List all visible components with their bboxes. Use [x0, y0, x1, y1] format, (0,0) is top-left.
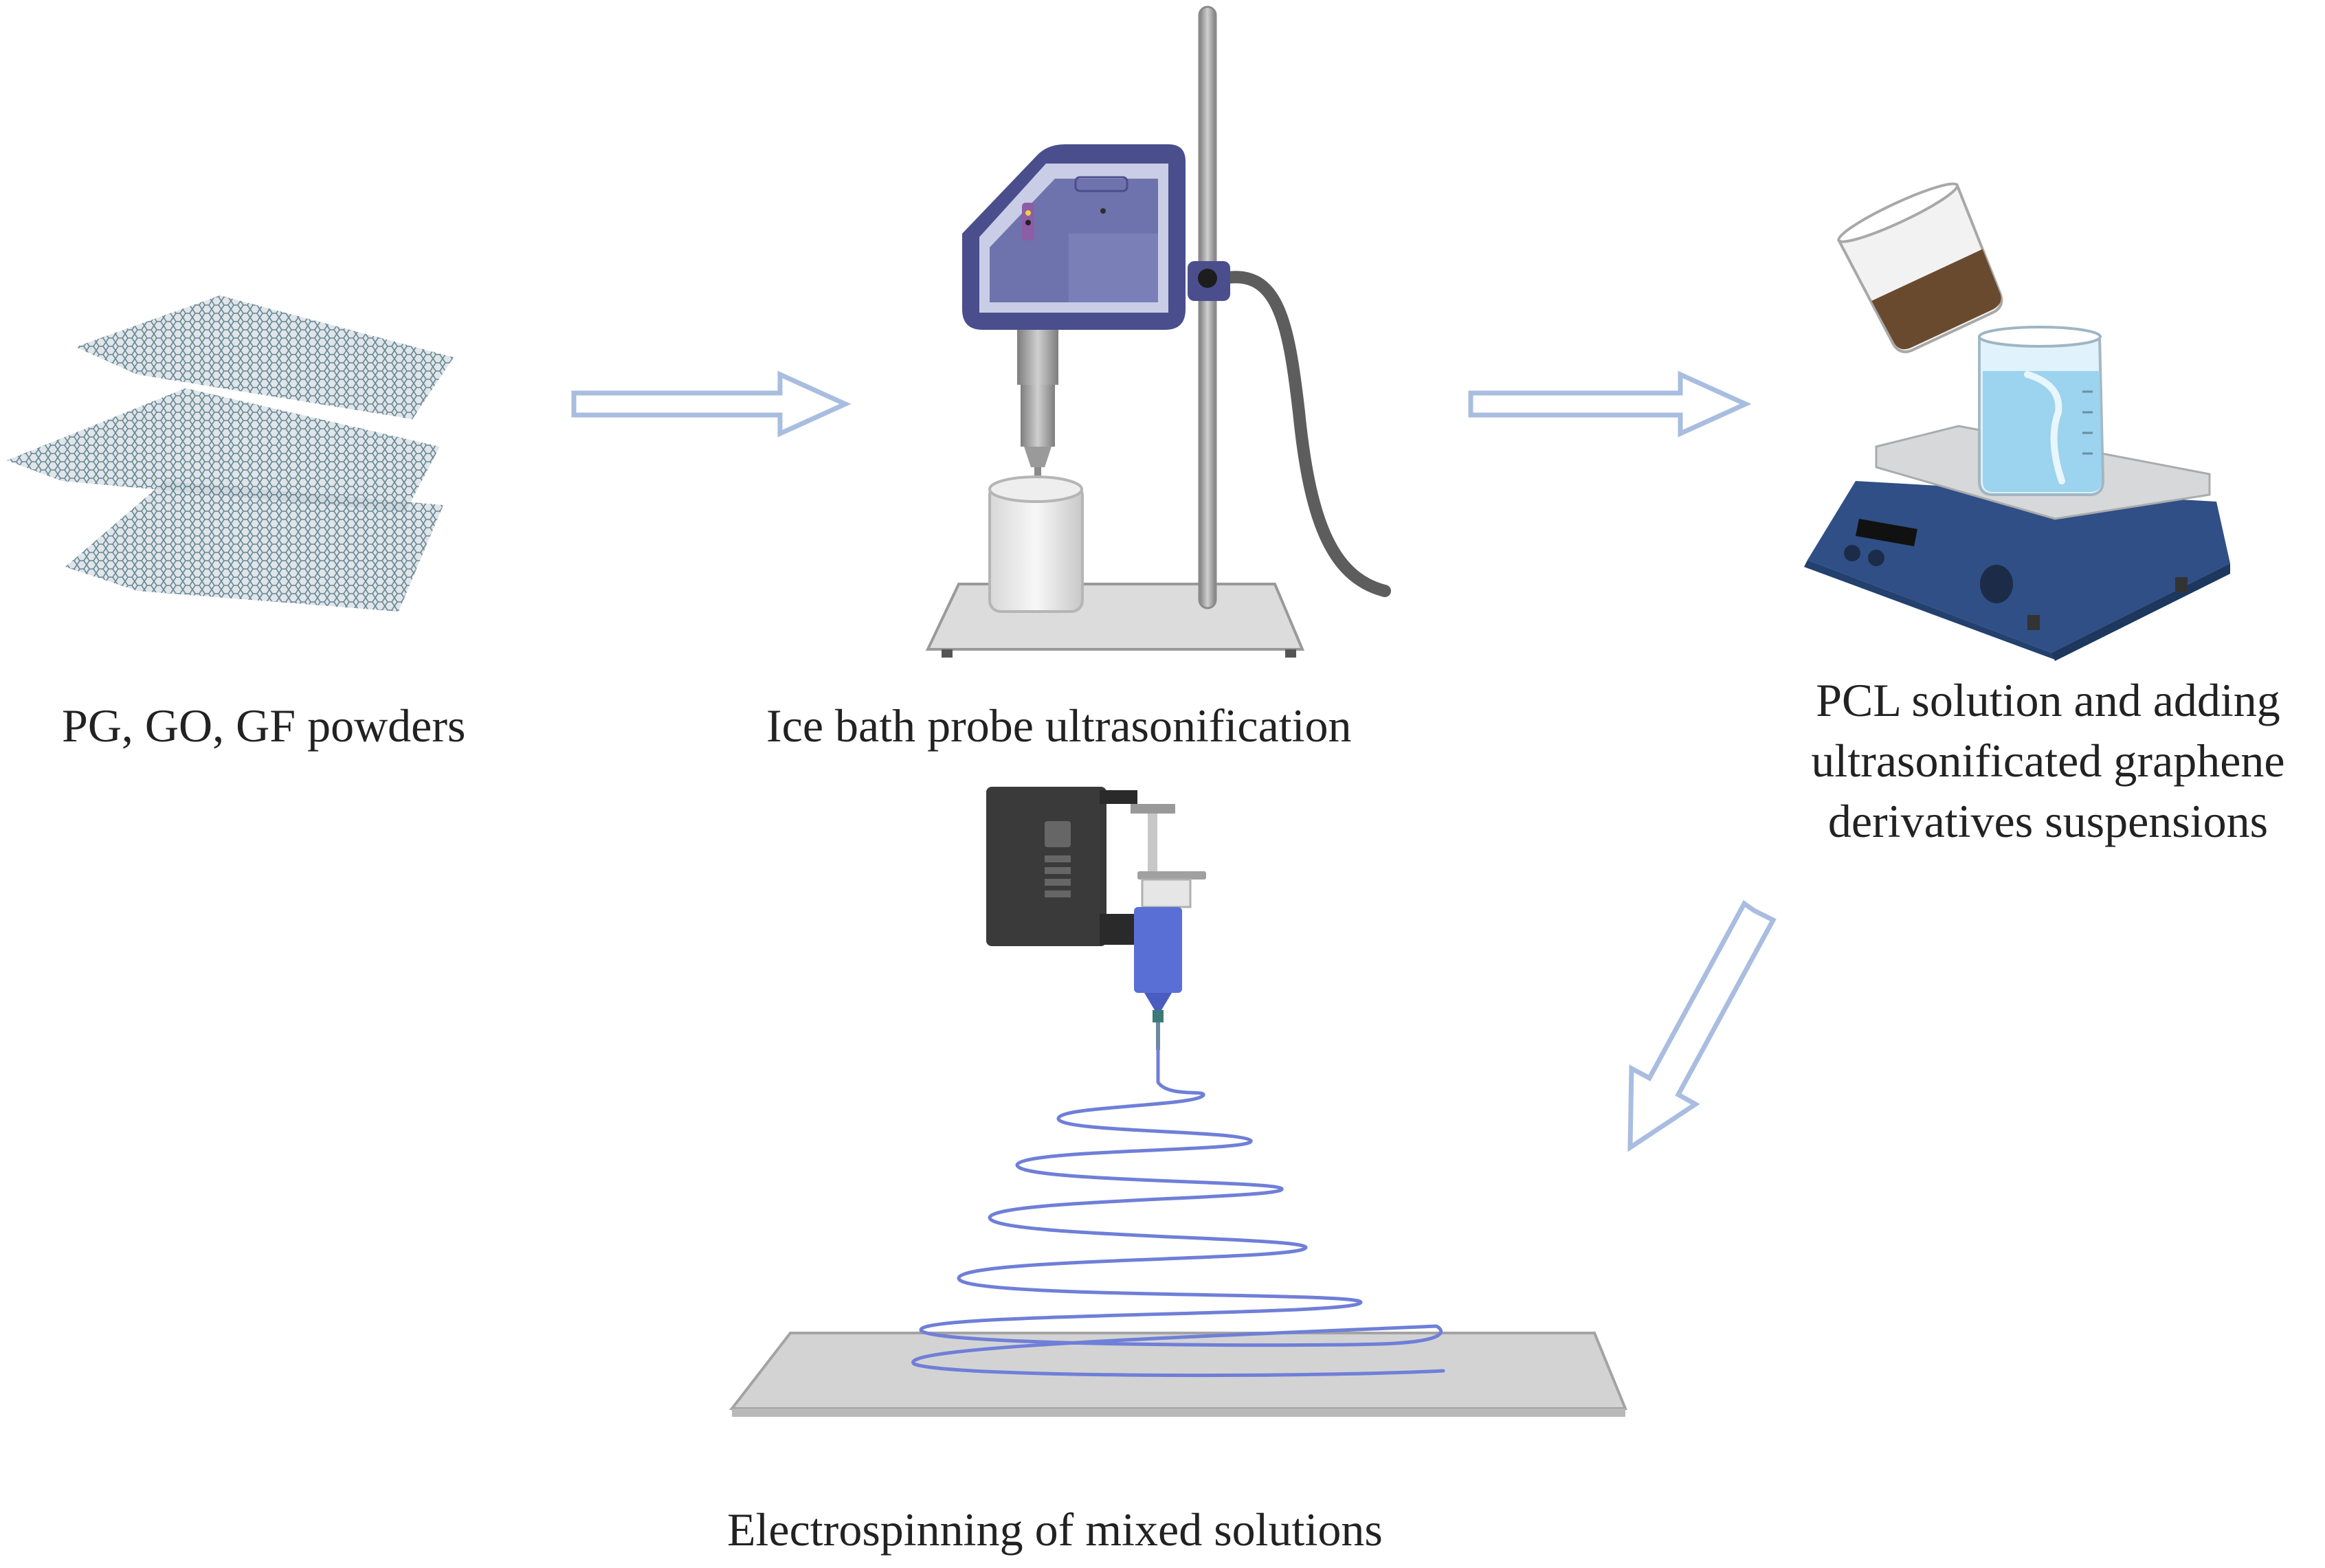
syringe-pump: [986, 787, 1106, 946]
hotplate-knob-left: [1844, 545, 1860, 561]
power-cable: [1217, 271, 1391, 597]
beaker-blue: [1978, 326, 2105, 496]
stand-pole: [1198, 5, 1217, 609]
syringe: [1131, 804, 1206, 1050]
hotplate-display: [1856, 519, 1917, 546]
graphene-sheets-icon: [7, 295, 454, 612]
stand-base: [925, 583, 1305, 651]
hotplate-knob-right: [1980, 565, 2013, 603]
hotplate-stirrer-icon: [1804, 182, 2230, 661]
label-electrospinning: Electrospinning of mixed solutions: [727, 1503, 1383, 1556]
arrow-right-1: [571, 370, 852, 438]
syringe-liquid: [1134, 907, 1182, 993]
probe-sonicator-icon: [925, 5, 1391, 658]
label-mixing-line-3: derivatives suspensions: [1827, 795, 2269, 847]
hotplate-body: [1807, 481, 2230, 653]
label-mixing-line-1: PCL solution and adding: [1816, 674, 2280, 726]
electrospinning-icon: [728, 787, 1627, 1417]
arrow-down-left: [1627, 899, 1777, 1152]
graphene-sheet-bottom: [65, 481, 443, 612]
graphene-sheet-middle: [7, 388, 440, 512]
arrow-right-2: [1468, 370, 1752, 438]
sonicator-horn: [1017, 330, 1058, 385]
graphene-sheet-top: [76, 295, 454, 419]
label-mixing: PCL solution and adding ultrasonificated…: [1777, 670, 2320, 851]
vortex: [2024, 371, 2065, 484]
electrospun-fiber: [911, 1048, 1445, 1378]
label-powders: PG, GO, GF powders: [62, 699, 466, 752]
label-ultrasonication: Ice bath probe ultrasonification: [766, 699, 1352, 752]
label-mixing-line-2: ultrasonificated graphene: [1811, 735, 2285, 787]
beaker-pouring: [1836, 182, 2003, 353]
ice-bath-cup: [988, 475, 1084, 613]
